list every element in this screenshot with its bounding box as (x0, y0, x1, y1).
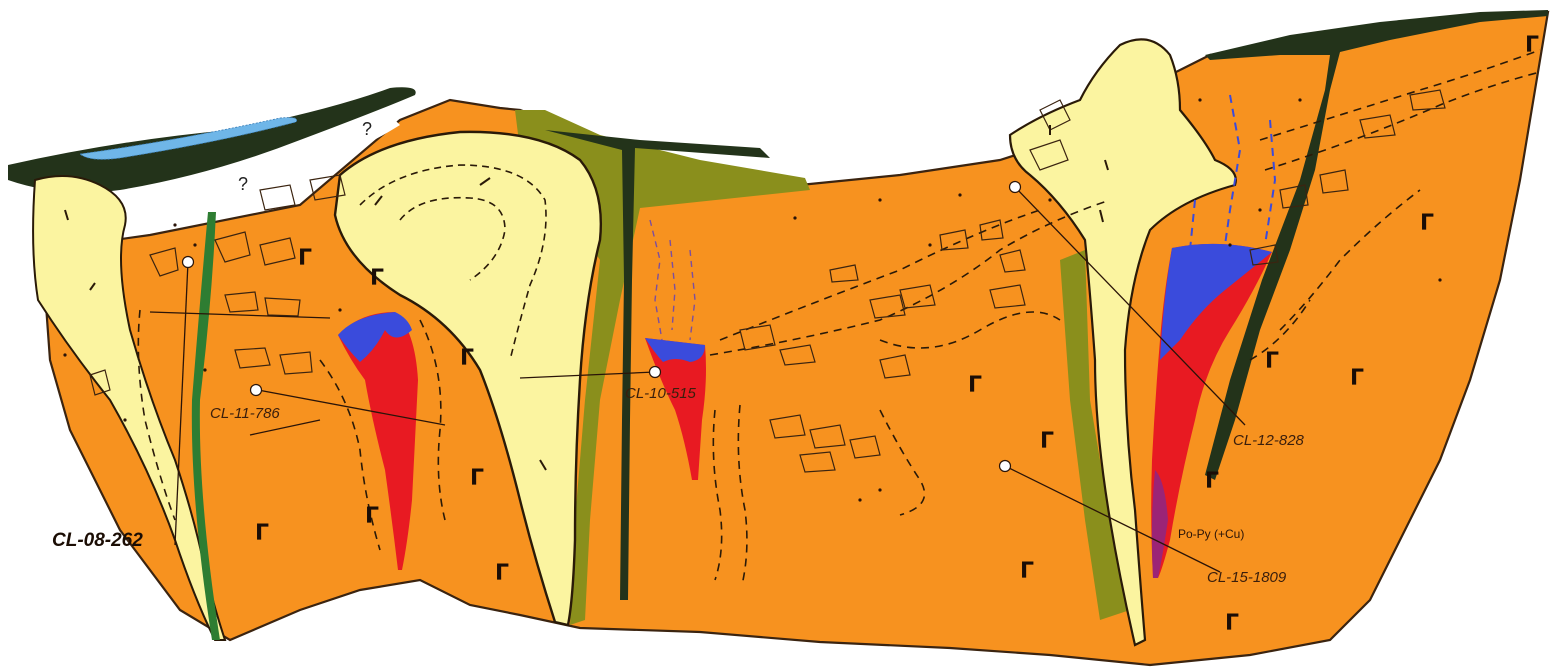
label-cl-10-515: CL-10-515 (625, 385, 697, 402)
label-cl-11-786: CL-11-786 (210, 405, 280, 422)
gabbro-symbol: Γ (1020, 559, 1034, 584)
gabbro-symbol: Γ (370, 266, 384, 291)
gabbro-symbol: Γ (255, 521, 269, 546)
gabbro-symbol: Γ (1350, 366, 1364, 391)
label-cl-12-828: CL-12-828 (1233, 432, 1305, 449)
gabbro-symbol: Γ (968, 373, 982, 398)
gabbro-symbol: Γ (298, 246, 312, 271)
gabbro-symbol: Γ (1040, 429, 1054, 454)
gabbro-symbol: Γ (470, 466, 484, 491)
gabbro-symbol: Γ (1205, 469, 1219, 494)
label-cl-15-1809: CL-15-1809 (1207, 569, 1287, 586)
gabbro-symbol: Γ (1265, 349, 1279, 374)
gabbro-symbol: Γ (365, 504, 379, 529)
question-mark-1: ? (238, 174, 248, 194)
label-cl-08-262: CL-08-262 (52, 530, 143, 551)
gabbro-symbol: Γ (1420, 211, 1434, 236)
gabbro-symbol: Γ (460, 346, 474, 371)
question-mark-2: ? (362, 119, 372, 139)
label-po-py-cu: Po-Py (+Cu) (1178, 527, 1244, 541)
gabbro-symbol: Γ (1525, 33, 1539, 58)
gabbro-symbol: Γ (495, 561, 509, 586)
gabbro-symbol: Γ (1225, 611, 1239, 636)
